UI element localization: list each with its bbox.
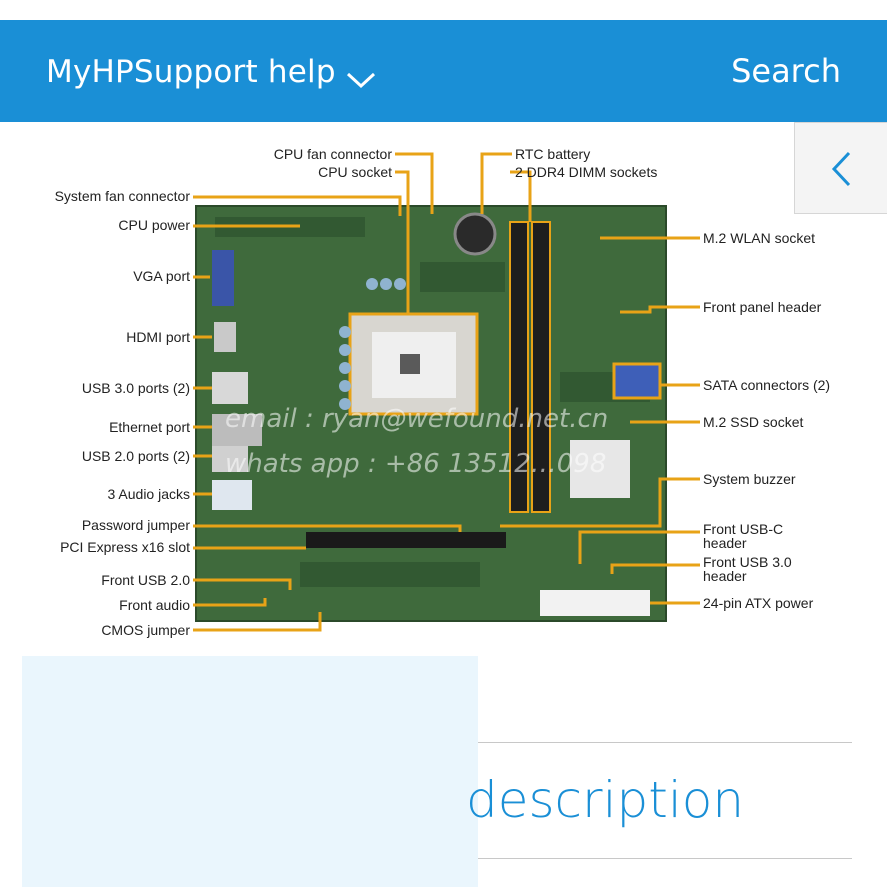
watermark-whatsapp: whats app : +86 13512…098 bbox=[225, 449, 606, 479]
section-heading: description bbox=[466, 771, 745, 829]
label-m2-ssd: M.2 SSD socket bbox=[703, 414, 803, 430]
chevron-left-icon bbox=[831, 151, 851, 187]
label-system-fan-connector: System fan connector bbox=[55, 188, 191, 204]
divider-top bbox=[478, 742, 852, 743]
atx-power bbox=[540, 590, 650, 616]
label-front-usbc: Front USB-C bbox=[703, 521, 783, 537]
audio-jacks bbox=[212, 480, 252, 510]
help-menu-button[interactable]: MyHPSupport help bbox=[46, 54, 376, 90]
site-header: MyHPSupport help Search bbox=[0, 20, 887, 122]
label-system-buzzer: System buzzer bbox=[703, 471, 796, 487]
brand-label: MyHPSupport help bbox=[46, 54, 336, 90]
sata-connectors bbox=[612, 362, 662, 400]
ethernet-port bbox=[212, 414, 262, 446]
label-cpu-fan-connector: CPU fan connector bbox=[274, 146, 393, 162]
label-front-panel-header: Front panel header bbox=[703, 299, 822, 315]
dimm-slot-1 bbox=[509, 221, 529, 513]
label-front-usb3-header: header bbox=[703, 568, 747, 584]
hdmi-port bbox=[214, 322, 236, 352]
label-hdmi-port: HDMI port bbox=[126, 329, 190, 345]
label-sata-connectors: SATA connectors (2) bbox=[703, 377, 830, 393]
label-m2-wlan: M.2 WLAN socket bbox=[703, 230, 815, 246]
divider-bottom bbox=[478, 858, 852, 859]
label-audio-jacks: 3 Audio jacks bbox=[108, 486, 191, 502]
label-cpu-socket: CPU socket bbox=[318, 164, 392, 180]
label-front-usb3: Front USB 3.0 bbox=[703, 554, 792, 570]
pcie-x16-slot bbox=[306, 532, 506, 548]
label-dimm-sockets: 2 DDR4 DIMM sockets bbox=[515, 164, 657, 180]
label-vga-port: VGA port bbox=[133, 268, 190, 284]
back-button[interactable] bbox=[794, 122, 887, 214]
label-pcie-slot: PCI Express x16 slot bbox=[60, 539, 190, 555]
rtc-battery bbox=[453, 212, 497, 256]
label-front-usb2: Front USB 2.0 bbox=[101, 572, 190, 588]
label-atx-power: 24-pin ATX power bbox=[703, 595, 814, 611]
label-front-usbc-header: header bbox=[703, 535, 747, 551]
label-password-jumper: Password jumper bbox=[82, 517, 190, 533]
label-usb2-ports: USB 2.0 ports (2) bbox=[82, 448, 190, 464]
top-strip bbox=[0, 0, 887, 21]
chevron-down-icon bbox=[346, 62, 376, 89]
dimm-slot-2 bbox=[531, 221, 551, 513]
label-ethernet-port: Ethernet port bbox=[109, 419, 190, 435]
label-rtc-battery: RTC battery bbox=[515, 146, 590, 162]
label-usb3-ports: USB 3.0 ports (2) bbox=[82, 380, 190, 396]
usb2-ports bbox=[212, 446, 248, 472]
search-button[interactable]: Search bbox=[731, 52, 841, 90]
label-cpu-power: CPU power bbox=[118, 217, 190, 233]
label-front-audio: Front audio bbox=[119, 597, 190, 613]
watermark-email: email : ryan@wefound.net.cn bbox=[225, 404, 608, 434]
label-cmos-jumper: CMOS jumper bbox=[101, 622, 190, 638]
chipset-heatsink bbox=[570, 440, 630, 498]
vga-port bbox=[212, 250, 234, 306]
motherboard-diagram: email : ryan@wefound.net.cn whats app : … bbox=[0, 122, 887, 650]
usb3-ports bbox=[212, 372, 248, 404]
overlay-panel bbox=[22, 656, 478, 887]
